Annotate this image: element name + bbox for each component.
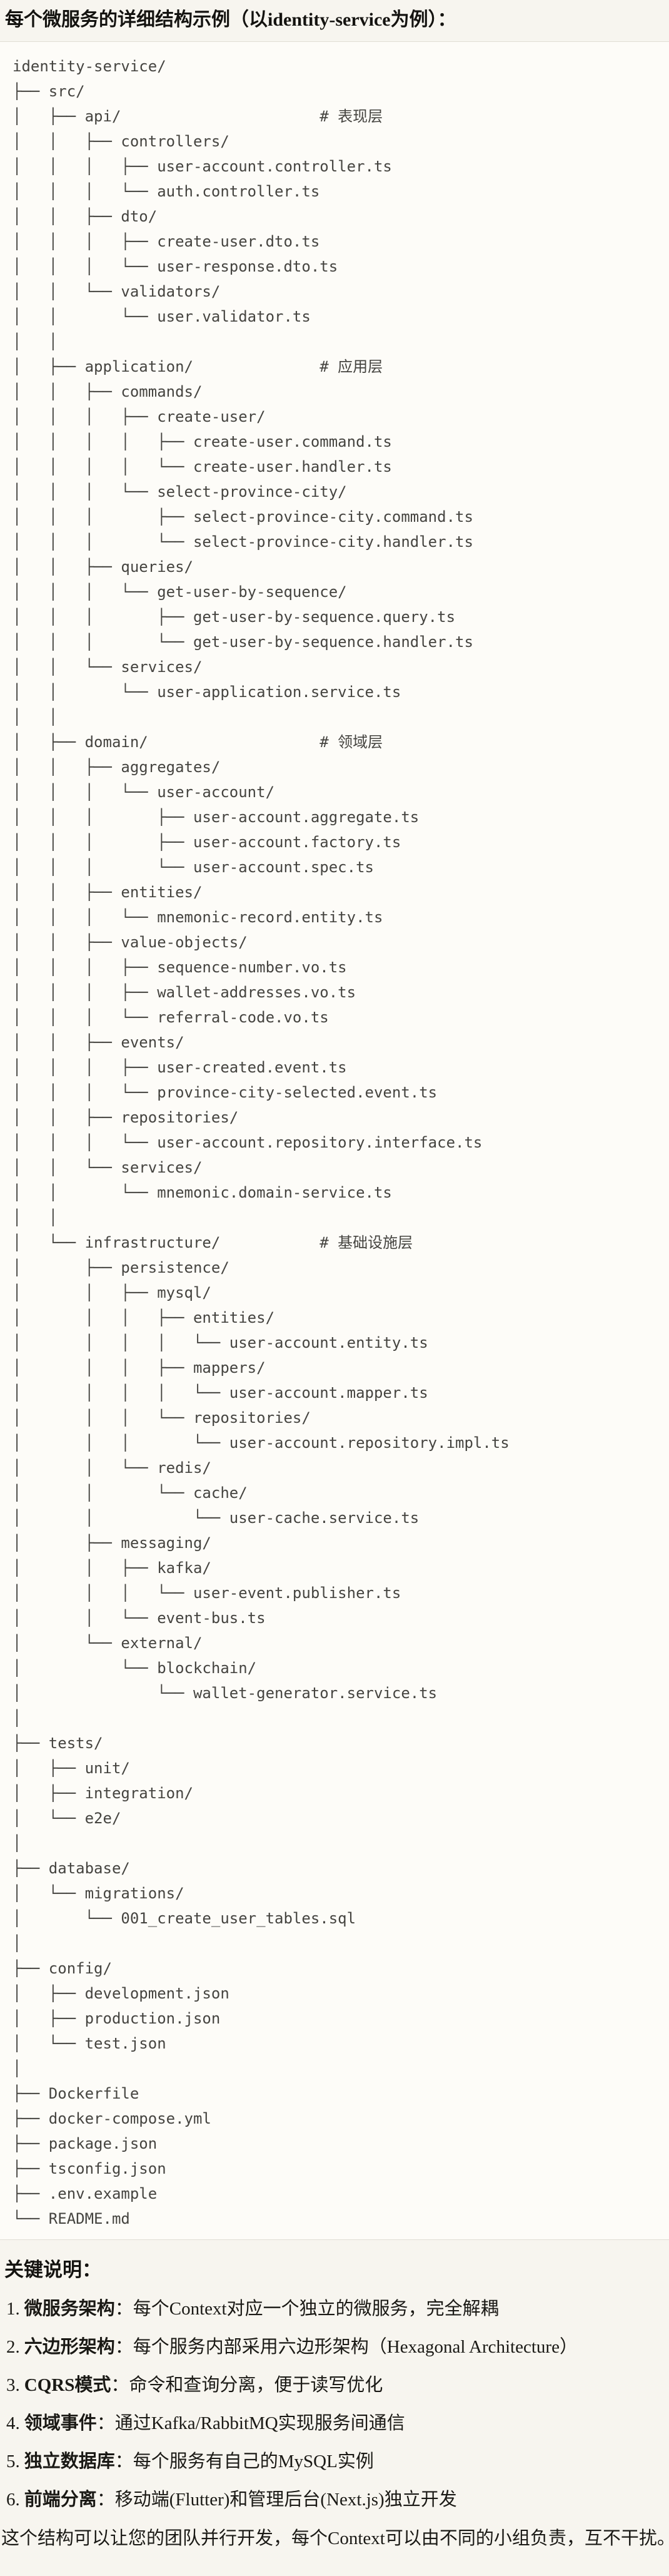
footer-note: 这个结构可以让您的团队并行开发，每个Context可以由不同的小组负责，互不干扰… [1,2528,669,2548]
list-item-text: ：通过Kafka/RabbitMQ实现服务间通信 [96,2413,405,2433]
list-item-number: 2. [6,2337,20,2357]
directory-tree: identity-service/ ├── src/ │ ├── api/ # … [13,58,510,2227]
keynotes-heading: 关键说明： [4,2259,101,2281]
list-item: 3.CQRS模式：命令和查询分离，便于读写优化 [6,2374,669,2396]
list-item-number: 3. [6,2375,20,2395]
list-item-term: CQRS模式 [24,2375,111,2395]
list-item-text: ：移动端(Flutter)和管理后台(Next.js)独立开发 [96,2490,457,2510]
code-block: identity-service/ ├── src/ │ ├── api/ # … [0,41,669,2240]
keynotes-list: 1.微服务架构：每个Context对应一个独立的微服务，完全解耦 2.六边形架构… [6,2298,669,2511]
list-item: 2.六边形架构：每个服务内部采用六边形架构（Hexagonal Architec… [6,2336,669,2358]
list-item: 5.独立数据库：每个服务有自己的MySQL实例 [6,2450,669,2473]
page-title: 每个微服务的详细结构示例（以identity-service为例）： [5,9,456,30]
list-item: 1.微服务架构：每个Context对应一个独立的微服务，完全解耦 [6,2298,669,2320]
list-item-text: ：每个Context对应一个独立的微服务，完全解耦 [114,2299,499,2319]
list-item-term: 微服务架构 [24,2299,115,2319]
list-item-text: ：命令和查询分离，便于读写优化 [111,2375,383,2395]
list-item-text: ：每个服务有自己的MySQL实例 [114,2451,374,2472]
list-item-term: 独立数据库 [24,2451,115,2472]
list-item-number: 4. [6,2413,20,2433]
list-item: 6.前端分离：移动端(Flutter)和管理后台(Next.js)独立开发 [6,2488,669,2511]
list-item-number: 6. [6,2490,20,2510]
list-item: 4.领域事件：通过Kafka/RabbitMQ实现服务间通信 [6,2412,669,2435]
list-item-term: 前端分离 [24,2490,97,2510]
list-item-text: ：每个服务内部采用六边形架构（Hexagonal Architecture） [114,2337,578,2357]
list-item-term: 六边形架构 [24,2337,115,2357]
list-item-number: 5. [6,2451,20,2472]
list-item-number: 1. [6,2299,20,2319]
list-item-term: 领域事件 [24,2413,97,2433]
